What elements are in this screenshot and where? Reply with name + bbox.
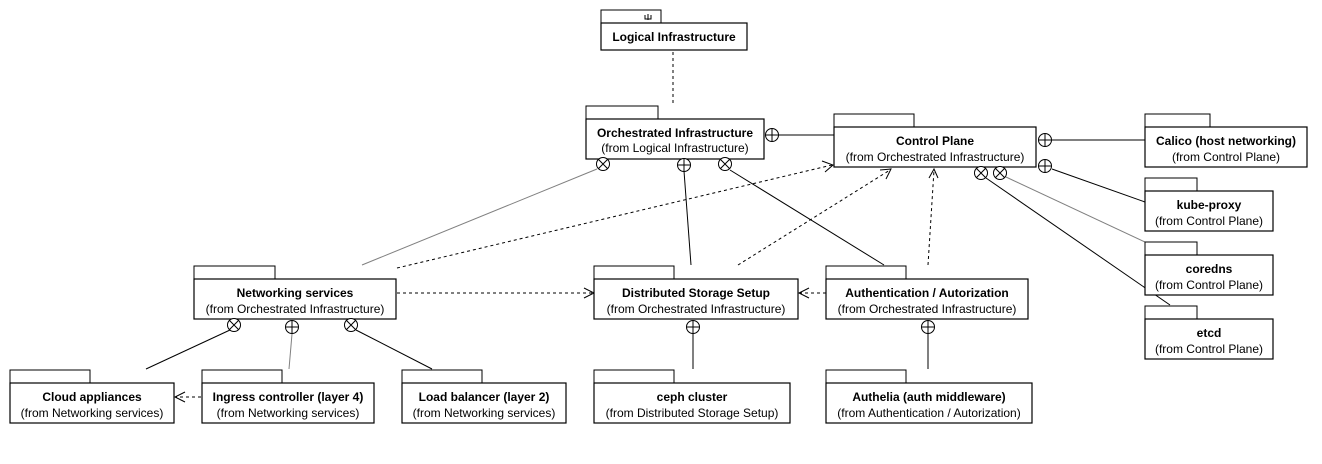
package-origin: (from Orchestrated Infrastructure): [846, 150, 1025, 164]
link-networking-cloud: [145, 329, 231, 370]
package-calico[interactable]: Calico (host networking) (from Control P…: [1144, 113, 1308, 168]
anchor-icon: [993, 166, 1007, 180]
anchor-icon: [344, 318, 358, 332]
package-logical-infrastructure[interactable]: Logical Infrastructure: [600, 9, 748, 51]
anchor-icon: [1038, 133, 1052, 147]
package-name: Logical Infrastructure: [612, 30, 736, 44]
package-origin: (from Orchestrated Infrastructure): [607, 302, 786, 316]
package-name: Networking services: [237, 286, 354, 300]
package-name: coredns: [1186, 262, 1233, 276]
package-etcd[interactable]: etcd (from Control Plane): [1144, 305, 1274, 360]
package-load-balancer[interactable]: Load balancer (layer 2) (from Networking…: [401, 369, 567, 424]
package-name: Cloud appliances: [42, 390, 142, 404]
anchor-icon: [1038, 159, 1052, 173]
package-name: Authelia (auth middleware): [852, 390, 1005, 404]
package-origin: (from Orchestrated Infrastructure): [206, 302, 385, 316]
arrowhead: [879, 168, 892, 180]
package-authentication-autorization[interactable]: Authentication / Autorization (from Orch…: [825, 265, 1029, 320]
link-networking-lb: [355, 329, 433, 370]
link-networking-ingress: [288, 333, 293, 370]
connectors: [145, 52, 1171, 403]
anchor-icon: [718, 157, 732, 171]
package-ingress-controller[interactable]: Ingress controller (layer 4) (from Netwo…: [201, 369, 375, 424]
package-coredns[interactable]: coredns (from Control Plane): [1144, 241, 1274, 296]
link-controlplane-kubeproxy: [1051, 168, 1146, 203]
dep-networking-controlplane: [396, 164, 833, 269]
containment-anchors: [227, 128, 1052, 334]
package-control-plane[interactable]: Control Plane (from Orchestrated Infrast…: [833, 113, 1037, 168]
package-name: kube-proxy: [1177, 198, 1242, 212]
package-origin: (from Logical Infrastructure): [601, 141, 748, 155]
link-orchestrated-auth: [729, 169, 885, 266]
package-authelia[interactable]: Authelia (auth middleware) (from Authent…: [825, 369, 1033, 424]
package-origin: (from Control Plane): [1155, 342, 1263, 356]
package-name: ceph cluster: [657, 390, 728, 404]
anchor-icon: [596, 157, 610, 171]
subsystem-icon: [644, 14, 652, 20]
package-name: Distributed Storage Setup: [622, 286, 770, 300]
package-name: Authentication / Autorization: [845, 286, 1009, 300]
package-origin: (from Networking services): [217, 406, 360, 420]
package-origin: (from Distributed Storage Setup): [606, 406, 779, 420]
package-name: Orchestrated Infrastructure: [597, 126, 753, 140]
package-orchestrated-infrastructure[interactable]: Orchestrated Infrastructure (from Logica…: [585, 105, 765, 160]
link-controlplane-etcd: [985, 177, 1171, 306]
package-origin: (from Control Plane): [1155, 278, 1263, 292]
anchor-icon: [677, 158, 691, 172]
package-name: Calico (host networking): [1156, 134, 1296, 148]
package-networking-services[interactable]: Networking services (from Orchestrated I…: [193, 265, 397, 320]
dep-auth-controlplane: [927, 169, 935, 266]
anchor-icon: [765, 128, 779, 142]
arrowhead: [928, 167, 939, 179]
anchor-icon: [921, 320, 935, 334]
package-origin: (from Networking services): [413, 406, 556, 420]
package-origin: (from Orchestrated Infrastructure): [838, 302, 1017, 316]
package-name: Ingress controller (layer 4): [213, 390, 364, 404]
package-ceph-cluster[interactable]: ceph cluster (from Distributed Storage S…: [593, 369, 791, 424]
arrowhead: [797, 287, 810, 299]
package-cloud-appliances[interactable]: Cloud appliances (from Networking servic…: [9, 369, 175, 424]
package-origin: (from Control Plane): [1155, 214, 1263, 228]
arrowhead: [173, 391, 186, 403]
package-origin: (from Authentication / Autorization): [837, 406, 1020, 420]
package-name: Load balancer (layer 2): [419, 390, 550, 404]
package-name: etcd: [1197, 326, 1222, 340]
link-orchestrated-storage: [683, 170, 692, 266]
package-origin: (from Control Plane): [1172, 150, 1280, 164]
package-origin: (from Networking services): [21, 406, 164, 420]
link-orchestrated-networking: [361, 168, 598, 266]
link-controlplane-coredns: [1005, 176, 1146, 243]
dep-storage-controlplane: [737, 169, 891, 266]
package-name: Control Plane: [896, 134, 974, 148]
anchor-icon: [974, 166, 988, 180]
anchor-icon: [686, 320, 700, 334]
package-distributed-storage-setup[interactable]: Distributed Storage Setup (from Orchestr…: [593, 265, 799, 320]
arrowhead: [821, 160, 834, 173]
anchor-icon: [227, 318, 241, 332]
anchor-icon: [285, 320, 299, 334]
package-kube-proxy[interactable]: kube-proxy (from Control Plane): [1144, 177, 1274, 232]
